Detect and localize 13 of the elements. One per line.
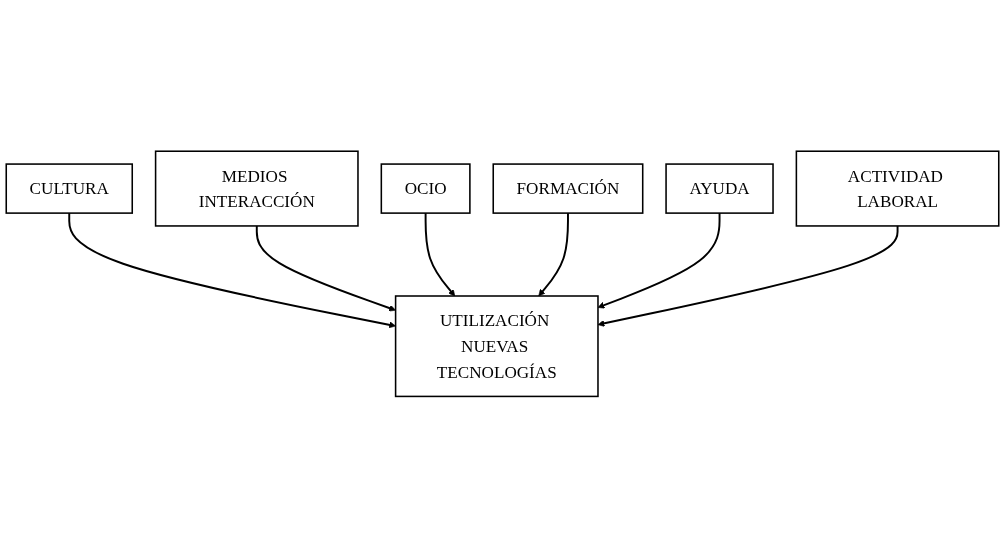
arrow	[538, 212, 569, 297]
arrow	[597, 225, 899, 327]
node-box: UTILIZACIÓN NUEVAS TECNOLOGÍAS	[394, 295, 599, 398]
node-box: OCIO	[380, 163, 471, 215]
node-box: AYUDA	[665, 163, 774, 215]
arrow	[255, 225, 396, 312]
node-box: CULTURA	[5, 163, 133, 215]
arrow	[68, 212, 396, 329]
arrow	[597, 212, 721, 309]
node-box: MEDIOS INTERACCIÓN	[154, 150, 359, 227]
arrow	[424, 212, 456, 297]
node-box: FORMACIÓN	[492, 163, 644, 215]
node-box: ACTIVIDAD LABORAL	[795, 150, 1000, 227]
